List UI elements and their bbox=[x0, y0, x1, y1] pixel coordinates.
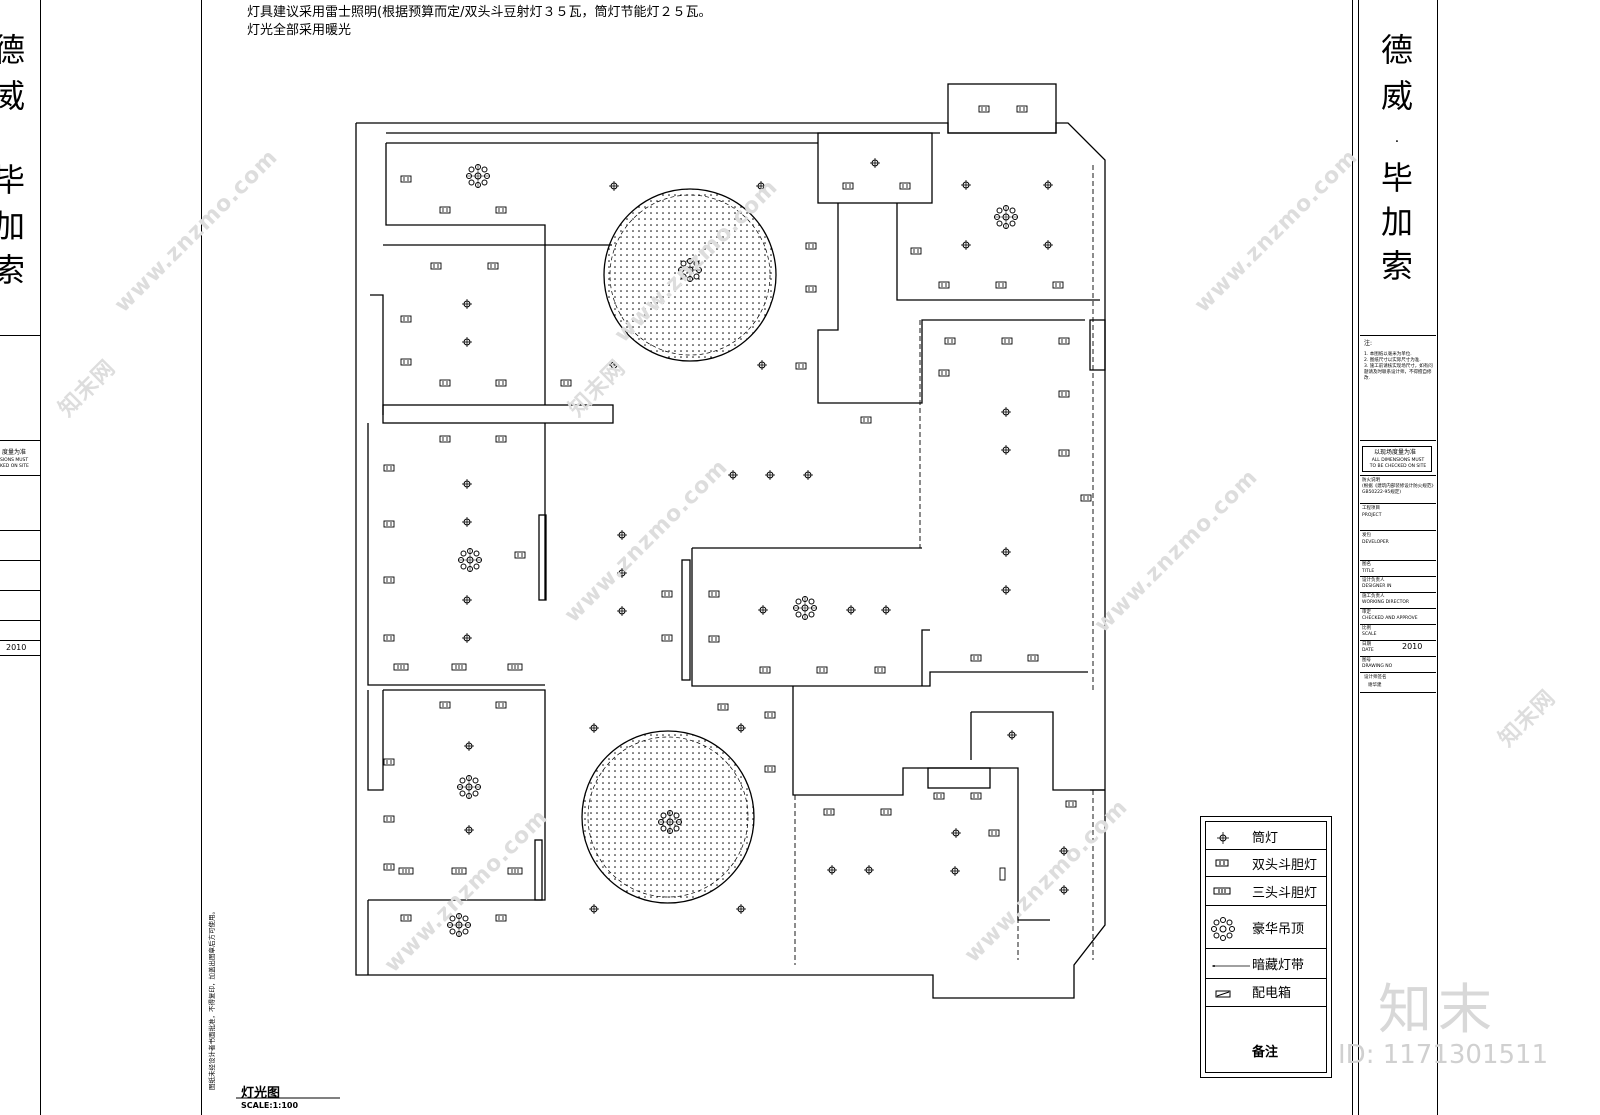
downlight-icon bbox=[1217, 832, 1229, 844]
tb-title-cn: 图名 bbox=[1362, 562, 1371, 567]
legend-inner-box bbox=[1205, 821, 1327, 1073]
frame-line-titleblock-left bbox=[1358, 0, 1359, 1115]
tb-date-cn: 日期 bbox=[1362, 642, 1371, 647]
lighting-note-1: 灯具建议采用雷士照明(根据预算而定/双头斗豆射灯３５瓦，筒灯节能灯２５瓦。 bbox=[247, 5, 712, 20]
legend-label-double-spotlight: 双头斗胆灯 bbox=[1252, 858, 1318, 873]
tb-notes-text: 1. 本图纸以毫米为单位. 2. 图纸尺寸以实际尺寸为准. 3. 施工前请核实现… bbox=[1364, 352, 1433, 381]
distribution-box-icon bbox=[1215, 990, 1231, 998]
tb-project-en: PROJECT bbox=[1362, 513, 1382, 518]
legend-box bbox=[1200, 816, 1332, 1078]
legend-remark: 备注 bbox=[1252, 1045, 1279, 1060]
tb-scale-en: SCALE bbox=[1362, 632, 1377, 637]
drawing-scale: SCALE:1:100 bbox=[241, 1101, 299, 1110]
left-year: 2010 bbox=[6, 643, 27, 652]
tb-year: 2010 bbox=[1402, 642, 1423, 651]
frame-line-left bbox=[40, 0, 41, 1115]
left-company-char-3: 毕 bbox=[0, 161, 25, 199]
tb-dims-box bbox=[1362, 446, 1432, 472]
legend-label-chandelier: 豪华吊顶 bbox=[1252, 922, 1305, 937]
tb-developer-en: DEVELOPER bbox=[1362, 540, 1389, 545]
legend-label-distribution-box: 配电箱 bbox=[1252, 986, 1292, 1001]
company-char-3: · bbox=[1394, 134, 1400, 150]
company-char-1: 德 bbox=[1380, 31, 1413, 69]
tb-date-en: DATE bbox=[1362, 648, 1374, 653]
triple-spotlight-icon bbox=[1213, 887, 1231, 895]
tb-engineer-cn: 施工负责人 bbox=[1362, 594, 1385, 599]
tb-engineer-en: WORKING DIRECTOR bbox=[1362, 600, 1410, 605]
legend-label-downlight: 筒灯 bbox=[1252, 831, 1279, 846]
tb-project-cn: 工程项目 bbox=[1362, 506, 1380, 511]
tb-designer-en: DESIGNER IN bbox=[1362, 584, 1392, 589]
tb-designer-cn: 设计负责人 bbox=[1362, 578, 1385, 583]
left-company-char-1: 德 bbox=[0, 31, 25, 69]
tb-title-en: TITLE bbox=[1362, 569, 1375, 574]
company-char-6: 索 bbox=[1380, 247, 1413, 285]
left-titleblock: 德 威 毕 加 索 度量为准 SIONS MUST KED ON SITE 20… bbox=[0, 0, 40, 1115]
left-company-char-2: 威 bbox=[0, 77, 25, 115]
right-titleblock: 德 威 · 毕 加 索 bbox=[1358, 0, 1437, 1115]
frame-line-right bbox=[1437, 0, 1438, 1115]
left-dims-en: SIONS MUST KED ON SITE bbox=[0, 458, 29, 469]
frame-line-drawing-left bbox=[201, 0, 202, 1115]
tb-check-en: CHECKED AND APPROVE bbox=[1362, 616, 1418, 621]
tb-notes-heading: 注: bbox=[1364, 340, 1373, 347]
left-company-char-4: 加 bbox=[0, 207, 25, 245]
tb-scale-cn: 比例 bbox=[1362, 626, 1371, 631]
tb-fire-note: 防火说明 (根据《建筑内部装修设计防火规范》GB50222-95规定) bbox=[1362, 478, 1434, 495]
company-char-5: 加 bbox=[1380, 203, 1413, 241]
company-char-2: 威 bbox=[1380, 77, 1413, 115]
tb-drawno-cn: 图号 bbox=[1362, 658, 1371, 663]
watermark-id: ID: 1171301511 bbox=[1338, 1040, 1549, 1070]
drawing-title: 灯光图 bbox=[241, 1086, 281, 1101]
double-spotlight-icon bbox=[1215, 859, 1229, 867]
tb-designer-name-cn: 设计师签名 bbox=[1364, 675, 1387, 680]
left-dims-cn: 度量为准 bbox=[2, 449, 27, 456]
tb-drawno-en: DRAWING NO bbox=[1362, 664, 1393, 669]
drawing-side-note: 图纸未经设计者书面批准，不得复印，加盖出图章后方可使用。 bbox=[208, 908, 216, 1090]
legend-label-hidden-light-strip: 暗藏灯带 bbox=[1252, 958, 1305, 973]
watermark-logo: 知末 bbox=[1378, 978, 1498, 1041]
hidden-light-strip-icon bbox=[1212, 965, 1250, 967]
tb-check-cn: 审定 bbox=[1362, 610, 1371, 615]
chandelier-icon bbox=[1211, 917, 1235, 941]
tb-dims-en: ALL DIMENSIONS MUST TO BE CHECKED ON SIT… bbox=[1369, 458, 1427, 469]
company-char-4: 毕 bbox=[1380, 159, 1413, 197]
legend-label-triple-spotlight: 三头斗胆灯 bbox=[1252, 886, 1318, 901]
left-company-char-5: 索 bbox=[0, 251, 25, 289]
tb-dims-cn: 以现场度量为准 bbox=[1374, 449, 1417, 456]
tb-designer-name: 谢华建 bbox=[1368, 683, 1382, 688]
tb-developer-cn: 发包 bbox=[1362, 533, 1371, 538]
lighting-note-2: 灯光全部采用暖光 bbox=[247, 23, 352, 38]
frame-line-drawing-right bbox=[1352, 0, 1353, 1115]
